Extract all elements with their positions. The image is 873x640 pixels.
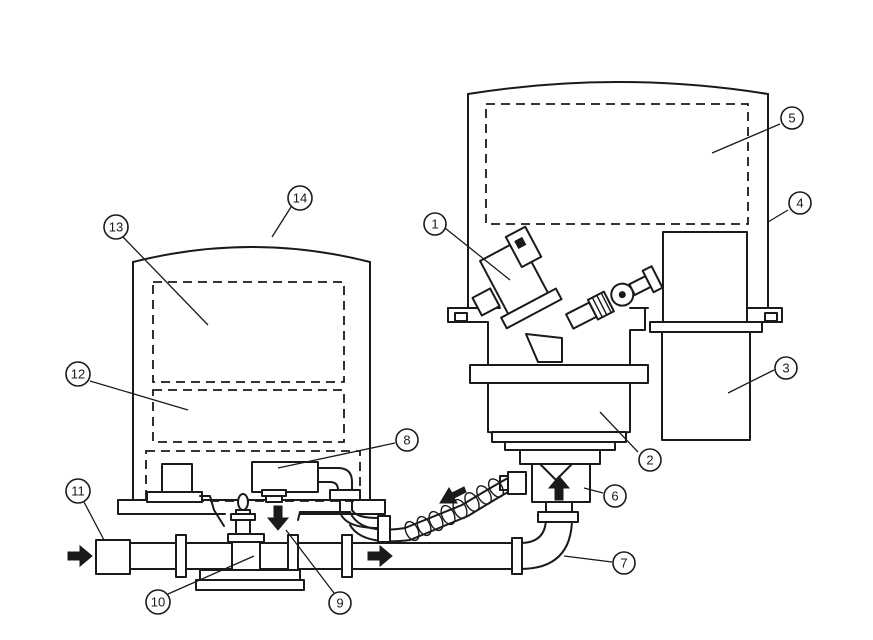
callout-6-label: 6: [611, 489, 618, 504]
callout-12: 12: [65, 361, 189, 411]
callout-9-label: 9: [336, 596, 343, 611]
component-6-fitting: [499, 463, 591, 503]
pipe-flow-arrow: [367, 544, 393, 568]
component-1-valve: [471, 225, 664, 363]
callout-3-label: 3: [782, 361, 789, 376]
riser-flow-arrow: [547, 475, 571, 501]
callout-6: 6: [583, 484, 627, 508]
right-upper-compartment: [485, 103, 749, 225]
callout-8: 8: [277, 428, 419, 469]
inlet-arrow: [67, 544, 93, 568]
callout-2: 2: [599, 411, 662, 472]
hose-flow-arrow: [439, 486, 467, 504]
callout-1-label: 1: [431, 217, 438, 232]
callout-10-label: 10: [151, 595, 165, 610]
component-10-valve: [195, 493, 305, 591]
callout-9: 9: [285, 529, 352, 615]
component-3-block: [649, 231, 763, 441]
callout-5: 5: [711, 106, 804, 154]
left-upper-compartment: [152, 281, 345, 383]
callout-2-label: 2: [646, 453, 653, 468]
callout-13-label: 13: [109, 220, 123, 235]
flexible-hose: [349, 477, 509, 543]
callout-3: 3: [727, 356, 798, 394]
left-lower-compartment: [145, 450, 361, 502]
callout-14: 14: [271, 185, 313, 238]
callout-12-label: 12: [71, 367, 85, 382]
callout-4-label: 4: [796, 196, 803, 211]
callout-11: 11: [65, 478, 105, 541]
callout-13: 13: [103, 214, 209, 326]
callout-7-label: 7: [620, 556, 627, 571]
callout-7: 7: [563, 551, 636, 575]
callout-10: 10: [145, 555, 255, 615]
downflow-arrow: [266, 505, 290, 531]
left-middle-compartment: [152, 389, 345, 443]
callout-1: 1: [423, 212, 511, 281]
main-pipeline: [95, 501, 579, 578]
callout-5-label: 5: [788, 111, 795, 126]
callout-14-label: 14: [293, 191, 307, 206]
callout-8-label: 8: [403, 433, 410, 448]
callout-11-label: 11: [71, 484, 85, 499]
callout-4: 4: [767, 191, 812, 223]
component-2-base: [469, 364, 649, 465]
left-motor-block: [146, 463, 225, 527]
